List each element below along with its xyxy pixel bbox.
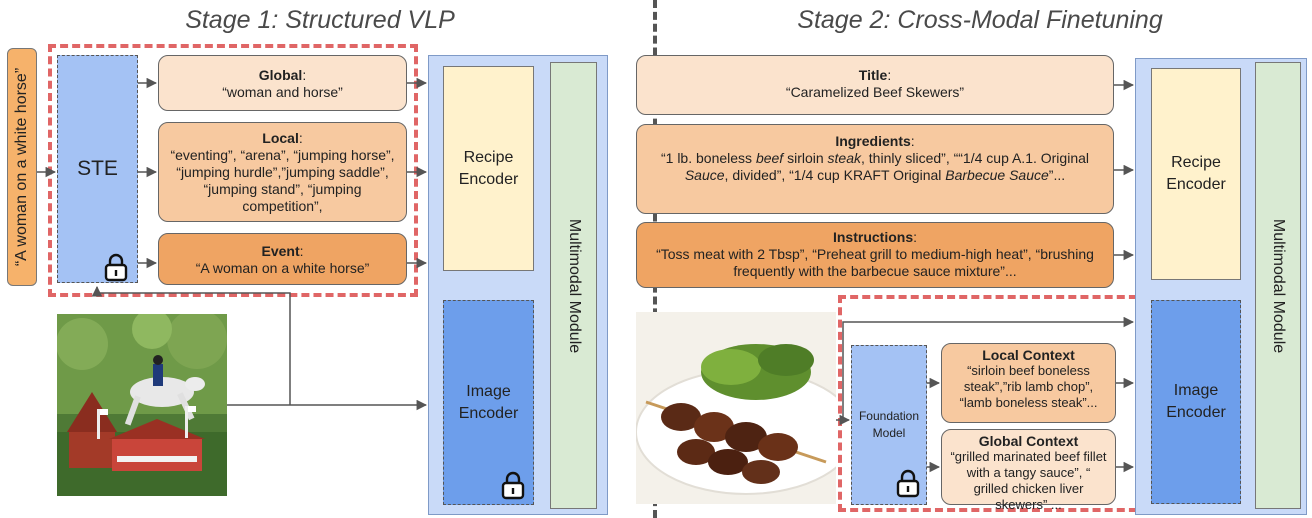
title-label: Title <box>858 67 888 83</box>
event-box: Event: “A woman on a white horse” <box>158 233 407 285</box>
ingredients-box: Ingredients: “1 lb. boneless beef sirloi… <box>636 124 1114 214</box>
global-label: Global <box>258 67 303 83</box>
foundation-model-line1: Foundation <box>858 409 920 423</box>
recipe-encoder-line1: Recipe <box>463 148 514 166</box>
global-text: “woman and horse” <box>222 84 343 100</box>
image-encoder-line2: Encoder <box>458 404 519 422</box>
horse-jumping-photo <box>57 314 227 496</box>
instructions-text: “Toss meat with 2 Tbsp”, “Preheat grill … <box>656 246 1094 279</box>
ste-label: STE <box>77 157 118 180</box>
title-box: Title: “Caramelized Beef Skewers” <box>636 55 1114 115</box>
stage2-title: Stage 2: Cross-Modal Finetuning <box>797 6 1163 34</box>
local-context-box: Local Context “sirloin beef boneless ste… <box>941 343 1116 423</box>
local-context-text: “sirloin beef boneless steak”,”rib lamb … <box>959 363 1098 410</box>
lock-icon <box>896 469 920 498</box>
local-context-label: Local Context <box>982 347 1075 363</box>
query-text: “A woman on a white horse” <box>13 67 30 267</box>
recipe-encoder-line2: Encoder <box>458 170 519 188</box>
stage1-title: Stage 1: Structured VLP <box>185 6 455 34</box>
ingredients-label: Ingredients <box>835 133 911 149</box>
local-text: “eventing”, “arena”, “jumping horse”, “j… <box>170 147 395 214</box>
image-encoder-line1: Image <box>1173 382 1219 399</box>
recipe-encoder-line1: Recipe <box>1171 154 1221 171</box>
multimodal-label: Multimodal Module <box>565 218 583 353</box>
global-context-box: Global Context “grilled marinated beef f… <box>941 429 1116 512</box>
instructions-box: Instructions: “Toss meat with 2 Tbsp”, “… <box>636 222 1114 288</box>
lock-icon <box>104 253 128 282</box>
ingredients-text: “1 lb. boneless beef sirloin steak, thin… <box>660 150 1090 183</box>
stage2-multimodal-module: Multimodal Module <box>1255 62 1301 509</box>
event-label: Event <box>261 243 300 259</box>
global-box: Global: “woman and horse” <box>158 55 407 111</box>
local-label: Local <box>262 130 299 146</box>
beef-skewers-photo <box>636 312 836 504</box>
lock-icon <box>501 471 525 500</box>
query-text-box: “A woman on a white horse” <box>7 48 37 286</box>
title-text: “Caramelized Beef Skewers” <box>785 84 965 100</box>
global-context-text: “grilled marinated beef fillet with a ta… <box>950 449 1107 512</box>
event-text: “A woman on a white horse” <box>195 260 370 276</box>
local-box: Local: “eventing”, “arena”, “jumping hor… <box>158 122 407 222</box>
global-context-label: Global Context <box>978 433 1079 449</box>
recipe-encoder-line2: Encoder <box>1166 176 1226 193</box>
image-encoder-line1: Image <box>466 382 511 400</box>
ste-module: STE <box>57 55 138 283</box>
multimodal-label: Multimodal Module <box>1270 218 1287 353</box>
instructions-label: Instructions <box>832 229 914 245</box>
stage1-multimodal-module: Multimodal Module <box>550 62 597 509</box>
image-encoder-line2: Encoder <box>1166 404 1226 421</box>
foundation-model-line2: Model <box>872 426 906 440</box>
